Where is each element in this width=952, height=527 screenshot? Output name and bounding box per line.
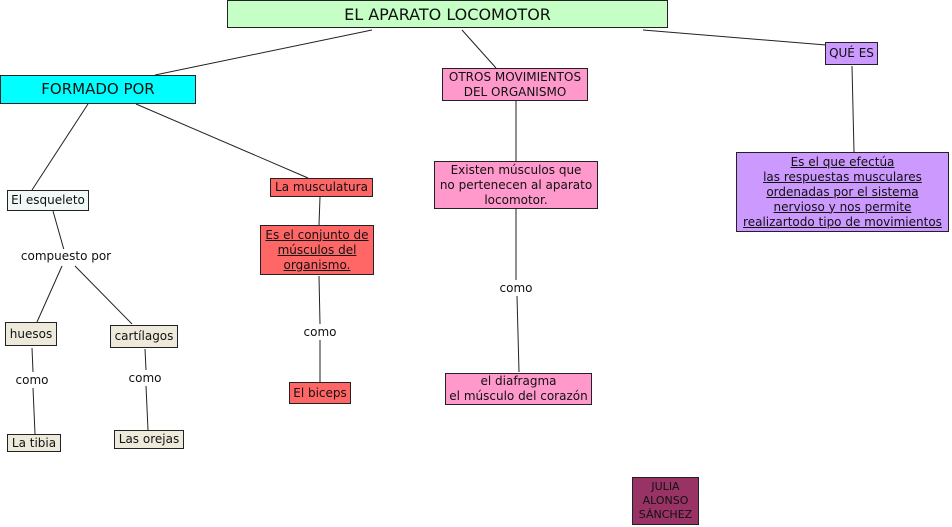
link-label-como-cartilagos: como (126, 371, 164, 385)
node-huesos[interactable]: huesos (5, 322, 57, 346)
link-title-otros (461, 29, 497, 69)
node-esqueleto[interactable]: El esqueleto (7, 190, 89, 211)
node-que-es[interactable]: QUÉ ES (825, 42, 878, 65)
node-tibia[interactable]: La tibia (7, 434, 61, 452)
node-biceps[interactable]: El biceps (289, 382, 351, 404)
link-formado-esqueleto (31, 103, 89, 191)
node-que-es-definition[interactable]: Es el que efectúa las respuestas muscula… (736, 152, 949, 232)
link-def-como (318, 275, 321, 325)
link-label-como-otros: como (497, 281, 535, 295)
link-quees-def (851, 65, 855, 153)
link-cartilagos-como (144, 348, 147, 371)
node-musculatura-definition[interactable]: Es el conjunto de músculos del organismo… (260, 225, 374, 275)
node-existen-musculos[interactable]: Existen músculos que no pertenecen al ap… (434, 161, 598, 209)
link-title-quees (642, 29, 827, 46)
link-como-tibia (32, 387, 36, 435)
link-formado-musculatura (135, 103, 309, 179)
link-huesos-como (31, 347, 34, 373)
link-label-compuesto-por: compuesto por (18, 249, 114, 263)
node-otros-movimientos[interactable]: OTROS MOVIMIENTOS DEL ORGANISMO (442, 68, 588, 101)
link-title-formado (154, 29, 373, 76)
node-title[interactable]: EL APARATO LOCOMOTOR (227, 0, 668, 28)
link-label-como-huesos: como (13, 373, 51, 387)
link-musculatura-def (318, 196, 321, 226)
link-label-como-musculatura: como (301, 325, 339, 339)
node-author[interactable]: JULIA ALONSO SÁNCHEZ (632, 477, 699, 525)
link-compuesto-cartilagos (74, 265, 133, 325)
node-orejas[interactable]: Las orejas (114, 430, 184, 449)
node-formado-por[interactable]: FORMADO POR (0, 75, 196, 104)
link-esqueleto-compuesto (52, 210, 65, 251)
node-musculatura[interactable]: La musculatura (270, 178, 373, 197)
link-como-diafragma (516, 295, 520, 373)
link-compuesto-huesos (36, 265, 63, 323)
node-cartilagos[interactable]: cartílagos (110, 325, 178, 348)
link-como-orejas (145, 385, 149, 431)
node-diafragma[interactable]: el diafragma el músculo del corazón (445, 373, 592, 405)
